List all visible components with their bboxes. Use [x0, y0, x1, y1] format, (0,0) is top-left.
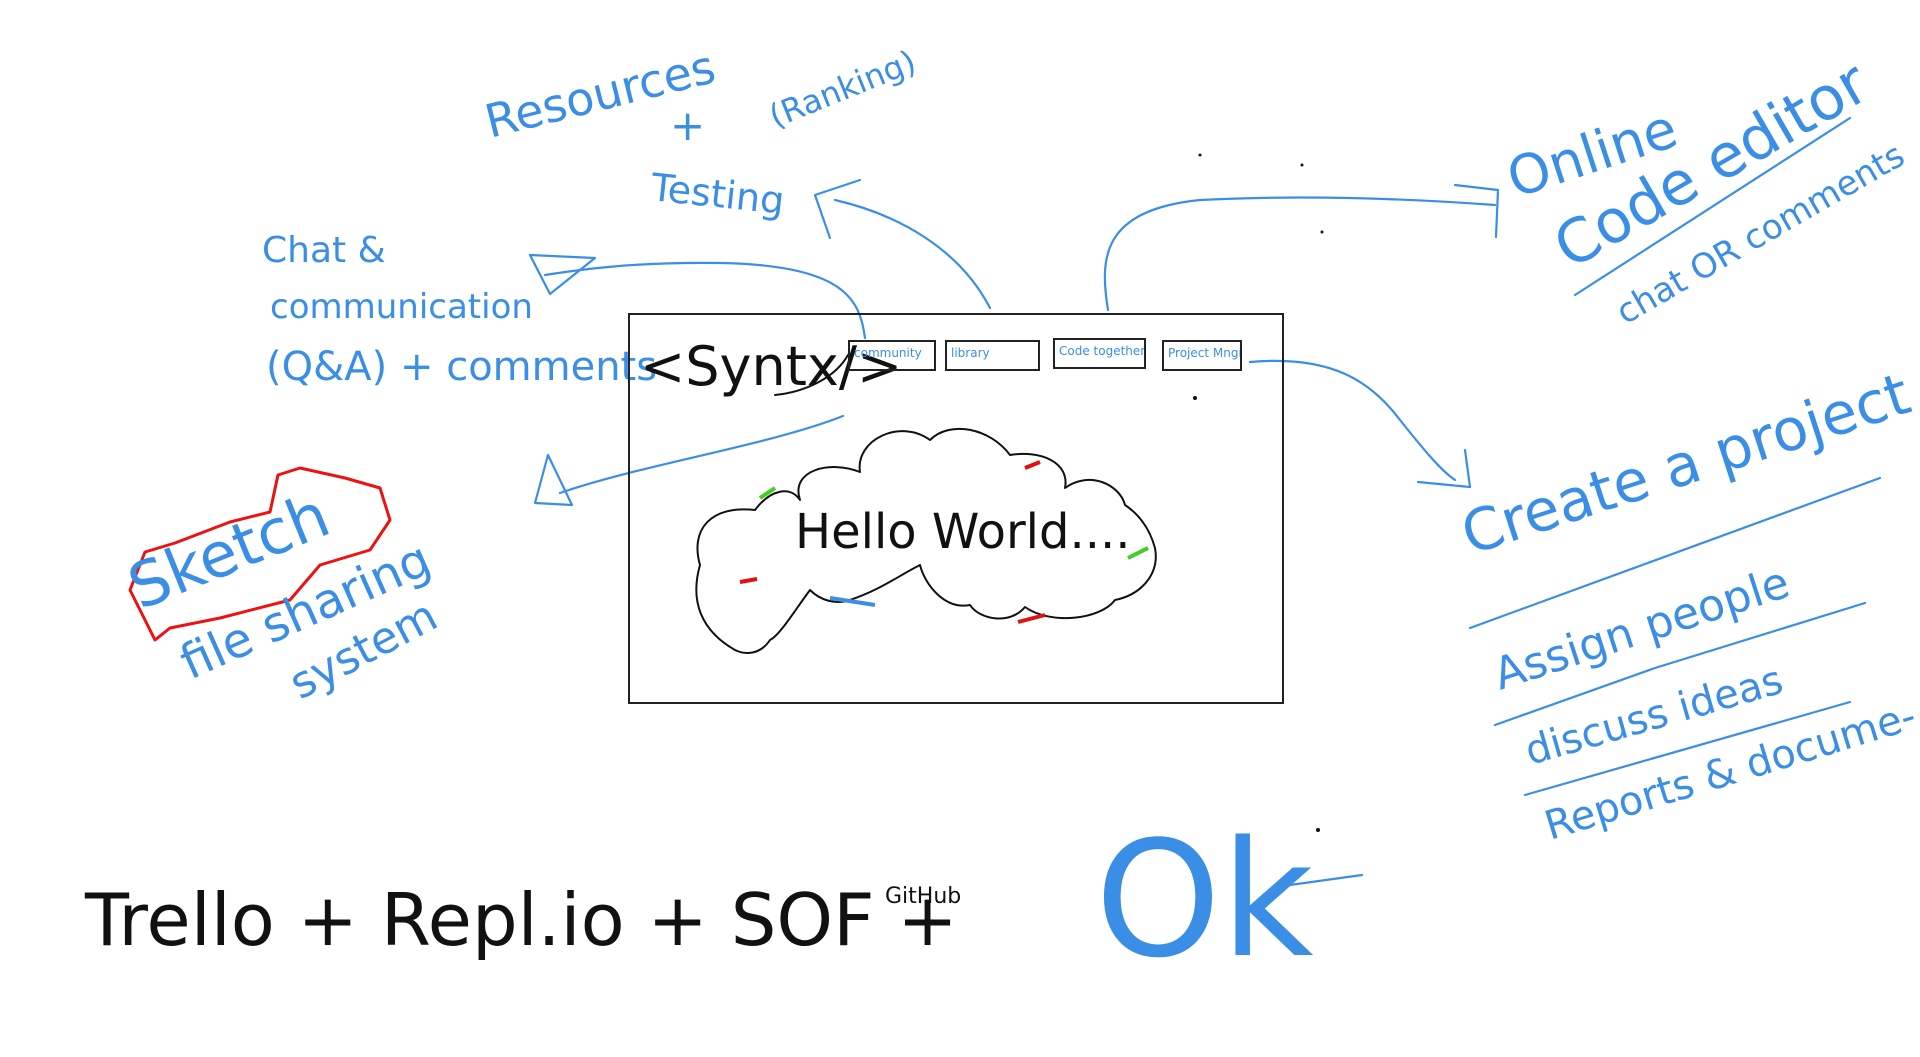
stray-dot — [1316, 828, 1320, 832]
nav-button-community[interactable]: community — [848, 340, 936, 371]
stray-dot — [1193, 396, 1197, 400]
cloud-accent-blue-bottom — [829, 596, 876, 607]
website-mockup-frame — [628, 313, 1284, 704]
note-qa-comments: (Q&A) + comments — [266, 344, 657, 390]
cloud-accent-green-left — [758, 486, 777, 500]
note-github: GitHub — [885, 884, 961, 909]
note-testing: Testing — [648, 165, 786, 223]
arrow-head-create — [1416, 448, 1472, 489]
cloud-accent-red-left — [739, 577, 758, 584]
sketch-highlight-outline — [128, 466, 392, 642]
note-ranking: (Ranking) — [764, 42, 921, 135]
hero-cloud — [695, 427, 1157, 654]
cloud-accent-green-right — [1127, 546, 1149, 560]
logo: <Syntx/> — [640, 335, 902, 398]
underline-assign-people — [1493, 601, 1867, 727]
arrow-community-to-chat — [543, 261, 867, 340]
logo-underline — [774, 354, 849, 396]
note-ok: Ok — [1095, 806, 1314, 993]
ok-tail-stroke — [1288, 873, 1364, 887]
stray-dot — [1198, 153, 1202, 157]
cloud-accent-red-top — [1024, 460, 1041, 470]
arrow-library-to-resources — [833, 198, 992, 310]
nav-button-library[interactable]: library — [945, 340, 1040, 371]
arrow-logo-to-sketch — [558, 414, 845, 495]
note-plus-top: + — [670, 101, 705, 150]
note-chat: Chat & — [262, 230, 386, 271]
arrow-head-editor — [1453, 183, 1500, 239]
underline-code-editor — [1573, 116, 1852, 297]
note-create-project: Create a project — [1453, 360, 1918, 569]
arrow-code-together-to-editor — [1103, 196, 1497, 312]
arrow-head-resources — [813, 178, 862, 240]
arrow-head-sketch — [533, 453, 574, 507]
nav-button-code-together[interactable]: Code together — [1053, 338, 1146, 369]
note-bottom-line: Trello + Repl.io + SOF + — [84, 878, 958, 962]
arrow-project-to-create — [1248, 359, 1457, 482]
arrow-head-chat — [528, 253, 597, 296]
stray-dot — [1320, 230, 1324, 234]
nav-button-project-mngr[interactable]: Project Mngr — [1162, 340, 1242, 371]
stray-dot — [1300, 163, 1304, 167]
cloud-accent-red-bottom — [1017, 613, 1046, 624]
underline-create-project — [1468, 476, 1882, 630]
hero-text: Hello World.... — [795, 504, 1131, 560]
note-communication: communication — [270, 287, 533, 327]
underline-discuss-ideas — [1523, 700, 1852, 797]
